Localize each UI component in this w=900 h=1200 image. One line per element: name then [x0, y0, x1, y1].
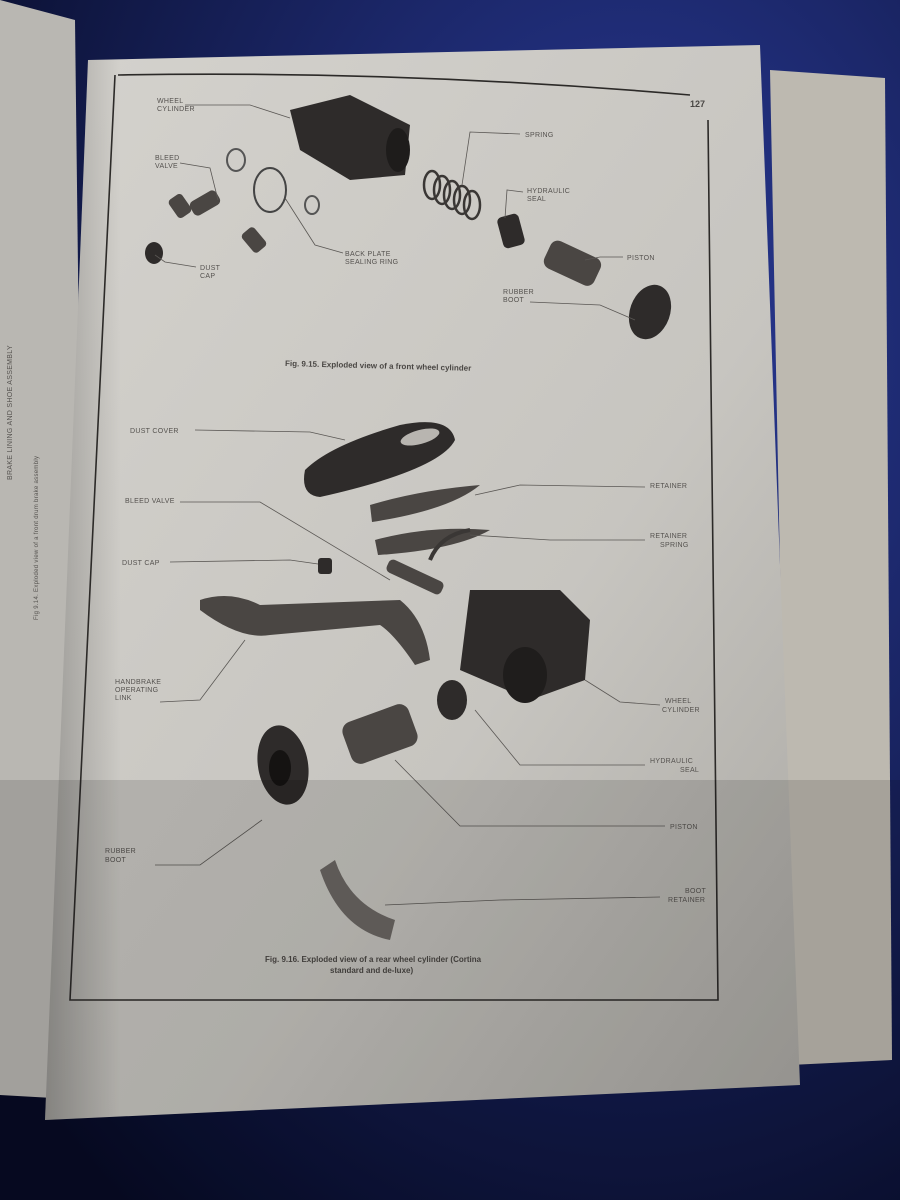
- label-hydraulic-seal: HYDRAULIC: [527, 188, 570, 195]
- page-stack: [770, 70, 892, 1065]
- label-retainer: RETAINER: [650, 483, 687, 490]
- label-dust-cover: DUST COVER: [130, 428, 179, 435]
- label-piston: PISTON: [627, 255, 655, 262]
- boot-retainer-part: [320, 860, 395, 940]
- label-hydraulic-seal-2: HYDRAULIC: [650, 758, 693, 765]
- label-rubber-boot-2: RUBBER: [105, 848, 136, 855]
- page-frame: [69, 73, 719, 1001]
- label-retainer-spring: RETAINER: [650, 533, 687, 540]
- label-back-plate-sealing-ring: BACK PLATE: [345, 251, 391, 258]
- label-handbrake-operating-link: HANDBRAKE: [115, 679, 161, 686]
- handbrake-link-part: [200, 596, 430, 665]
- wheel-cylinder-part: [290, 95, 410, 180]
- label-bleed-valve: BLEED: [155, 155, 179, 162]
- label-piston-2: PISTON: [670, 824, 698, 831]
- left-heading: BRAKE LINING AND SHOE ASSEMBLY: [7, 345, 14, 480]
- left-page-text: BRAKE LINING AND SHOE ASSEMBLY Fig 9.14.…: [7, 345, 40, 620]
- page-number: 127: [690, 99, 705, 109]
- label-dust-cap-2: DUST CAP: [122, 560, 160, 567]
- label-dust-cap: DUST: [200, 265, 221, 272]
- label-spring: SPRING: [525, 132, 554, 139]
- label-wheel-cylinder-2: WHEEL: [665, 698, 691, 705]
- figure-9-16: DUST COVER BLEED VALVE DUST CAP HANDBRAK…: [105, 422, 706, 975]
- rear-wheel-cylinder-part: [460, 590, 590, 700]
- label-bleed-valve-2: BLEED VALVE: [125, 498, 175, 505]
- label-wheel-cylinder: WHEEL: [157, 98, 183, 105]
- label-boot-retainer: BOOT: [685, 888, 706, 895]
- left-caption: Fig 9.14. Exploded view of a front drum …: [34, 456, 40, 620]
- caption-fig-9-16: Fig. 9.16. Exploded view of a rear wheel…: [265, 955, 482, 975]
- label-rubber-boot: RUBBER: [503, 289, 534, 296]
